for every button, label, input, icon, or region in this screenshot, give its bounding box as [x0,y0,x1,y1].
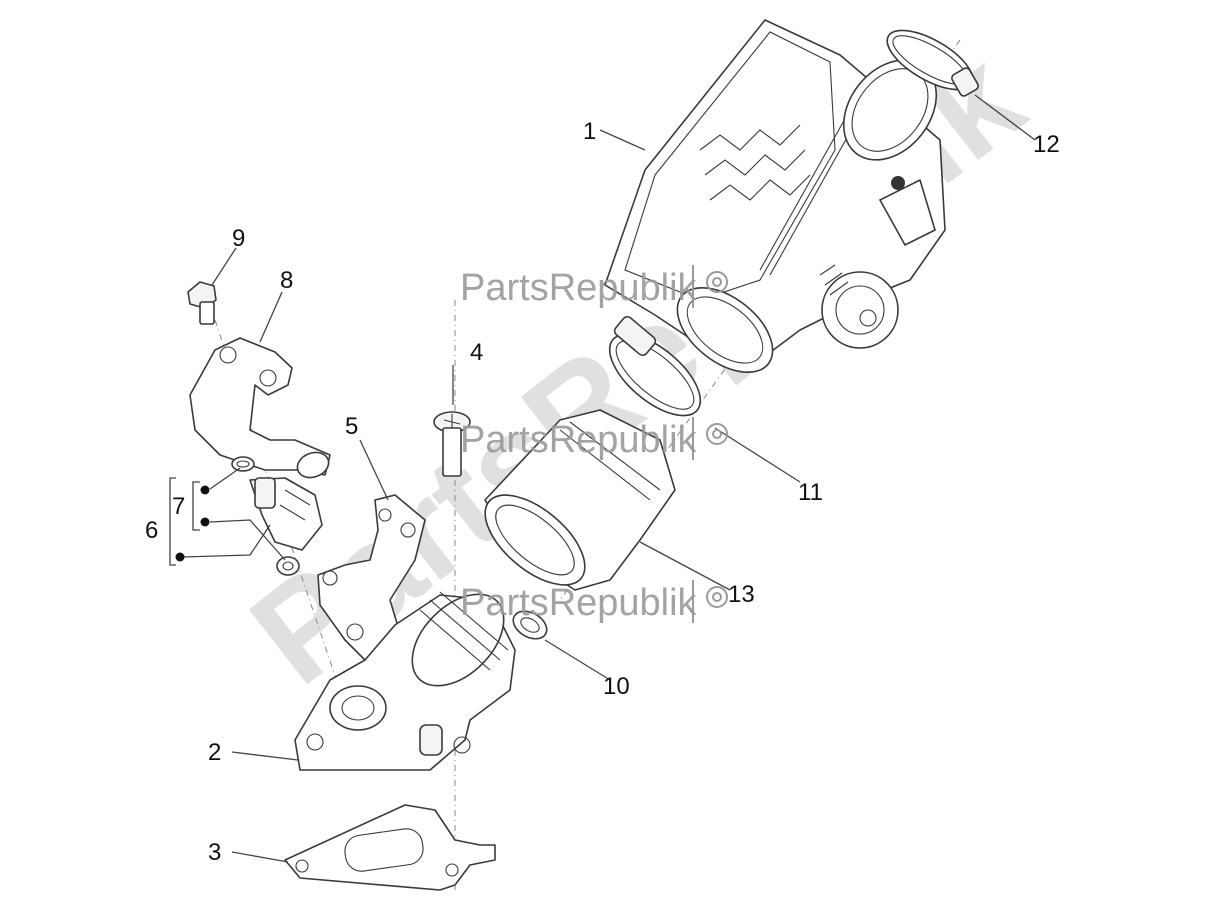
gasket-part-3[interactable] [284,804,496,891]
callout-5[interactable]: 5 [345,413,358,440]
callout-6[interactable]: 6 [145,517,158,544]
callout-12[interactable]: 12 [1033,131,1060,158]
gear-icon [706,271,728,293]
callout-9[interactable]: 9 [232,225,245,252]
callout-4[interactable]: 4 [470,339,483,366]
watermark-brand-2: PartsRepublik [460,417,728,461]
callout-labels: 1 2 3 4 5 6 7 8 9 10 11 12 13 [145,118,1060,866]
callout-1[interactable]: 1 [583,118,596,145]
leader-lines [211,94,1036,863]
watermark-brand-text: PartsRepublik [460,419,698,461]
bolt-part-9[interactable] [187,281,217,325]
hose-clamp-part-11[interactable] [596,315,714,431]
gear-icon [706,586,728,608]
callout-10[interactable]: 10 [603,673,630,700]
screw-part-4[interactable] [433,411,471,477]
sleeve-part-13[interactable] [470,409,676,602]
watermark-brand-1: PartsRepublik [460,265,728,309]
callout-2[interactable]: 2 [208,739,221,766]
hose-clamp-part-12[interactable] [878,19,981,102]
injector-assembly-part-6-7[interactable] [175,456,323,576]
watermark-brand-text: PartsRepublik [460,267,698,309]
callout-8[interactable]: 8 [280,267,293,294]
intake-manifold-part-2[interactable] [294,577,521,771]
gear-icon [706,423,728,445]
watermark-brand-3: PartsRepublik [460,580,728,624]
o-ring-part-10[interactable] [508,606,551,645]
group-brackets [169,477,200,566]
callout-11[interactable]: 11 [798,479,823,506]
callout-7[interactable]: 7 [172,493,185,520]
throttle-body-part-1[interactable] [604,19,955,389]
callout-3[interactable]: 3 [208,839,221,866]
watermark-brand-text: PartsRepublik [460,582,698,624]
callout-13[interactable]: 13 [728,581,755,608]
injector-support-part-8[interactable] [189,337,332,482]
